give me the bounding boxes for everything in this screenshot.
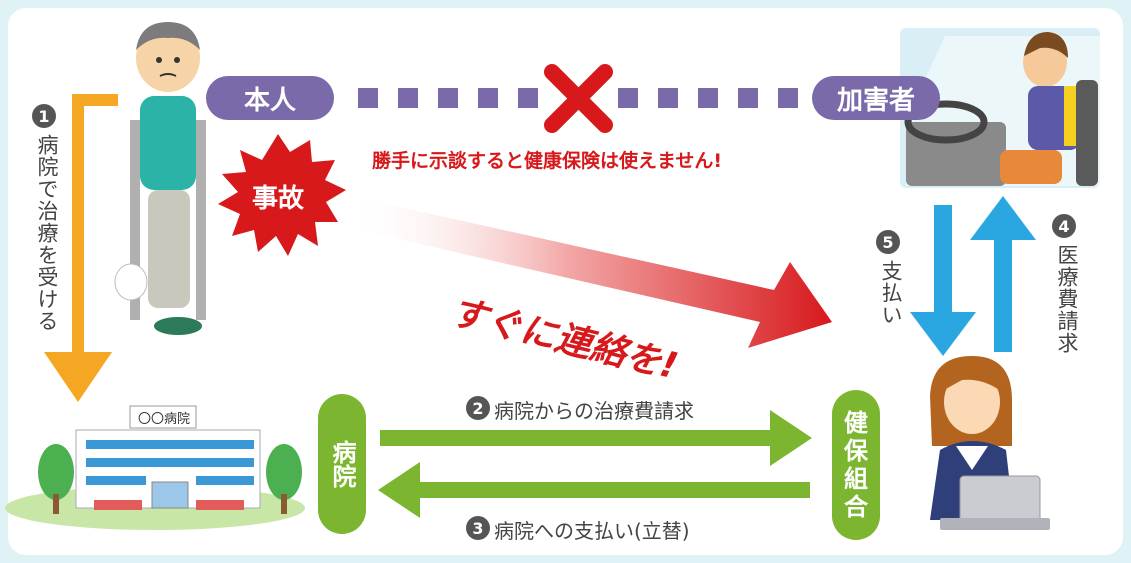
payment-arrow-left xyxy=(378,462,810,518)
red-cross-icon xyxy=(544,64,613,133)
self-label: 本人 xyxy=(243,85,296,116)
insurer-char-2: 保 xyxy=(844,437,868,465)
step3-number: 3 xyxy=(466,516,490,540)
insurer-char-1: 健 xyxy=(844,409,868,437)
insurer-pill: 健 保 組 合 xyxy=(832,390,880,540)
warning-text: 勝手に示談すると健康保険は使えません! xyxy=(372,150,723,172)
hospital-sign: 〇〇病院 xyxy=(137,412,190,427)
connection-dashes xyxy=(358,88,798,108)
step4-text: 医療費請求 xyxy=(1055,244,1079,354)
driver-illustration xyxy=(900,28,1100,188)
contact-arrow xyxy=(350,200,832,348)
step5-number: 5 xyxy=(876,230,900,254)
step2-number: 2 xyxy=(466,396,490,420)
step3-text: 病院への支払い(立替) xyxy=(494,519,690,543)
insurer-char-4: 合 xyxy=(844,493,868,521)
offender-pill: 加害者 xyxy=(812,76,940,120)
injured-man-illustration xyxy=(114,22,206,335)
accident-label: 事故 xyxy=(251,184,304,214)
self-pill: 本人 xyxy=(206,76,334,120)
step5-text: 支払い xyxy=(879,260,903,326)
claim-arrow-up xyxy=(970,196,1036,352)
hospital-label: 病院 xyxy=(328,440,356,488)
step4-number: 4 xyxy=(1052,214,1076,238)
step1-number: 1 xyxy=(32,104,56,128)
treatment-arrow xyxy=(44,94,118,402)
hospital-pill: 病院 xyxy=(318,394,366,534)
payment-arrow-down xyxy=(910,205,976,356)
offender-label: 加害者 xyxy=(836,85,915,116)
office-clerk-illustration xyxy=(930,356,1050,530)
insurer-char-3: 組 xyxy=(844,465,868,493)
step1-text: 病院で治療を受ける xyxy=(35,134,59,332)
claim-arrow-right xyxy=(380,410,812,466)
accident-burst xyxy=(218,134,346,256)
step2-text: 病院からの治療費請求 xyxy=(494,399,694,423)
hospital-building-illustration xyxy=(5,405,305,530)
